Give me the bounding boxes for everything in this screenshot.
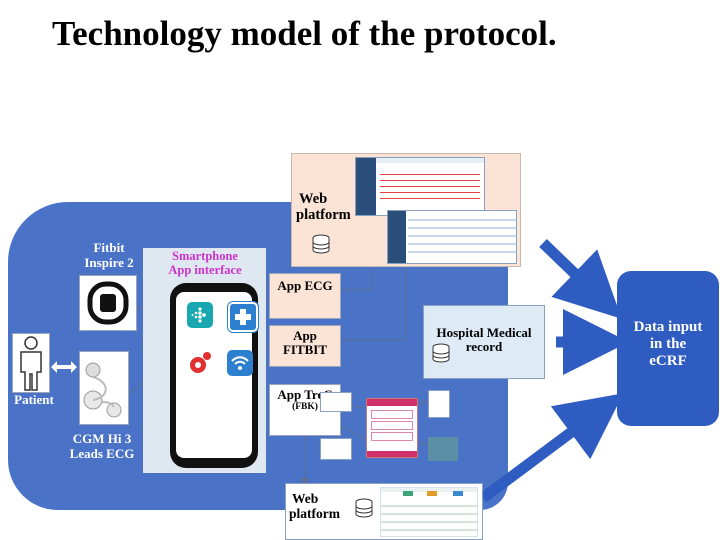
wifi-app-icon[interactable] <box>227 350 253 376</box>
page-title: Technology model of the protocol. <box>52 14 557 53</box>
cgm-label: CGM Hi 3 Leads ECG <box>69 431 135 461</box>
app-fitbit-label: App FITBIT <box>282 328 328 358</box>
patient-label: Patient <box>14 392 54 407</box>
patient-figure <box>12 333 50 393</box>
web-platform-top-label: Web platform <box>296 191 351 223</box>
double-arrow-icon <box>51 361 77 373</box>
arrow-web-to-ecrf <box>539 239 622 319</box>
ecrf-label-line3: eCRF <box>649 352 687 369</box>
database-icon <box>312 234 330 254</box>
app-fitbit-box: App FITBIT <box>269 325 341 367</box>
cgm-device <box>79 351 129 425</box>
hospital-record-box: Hospital Medical record <box>423 305 545 379</box>
ecrf-label-line1: Data input <box>633 319 703 335</box>
ecg-platform-screenshot <box>355 157 485 216</box>
ecrf-label-line2: in the <box>649 335 687 352</box>
ecrf-box: Data input in the eCRF <box>617 271 719 426</box>
trec-report-thumb <box>428 390 450 418</box>
person-icon <box>20 336 42 391</box>
trec-screen-thumb <box>320 438 352 460</box>
hospital-label: Hospital Medical <box>436 325 532 340</box>
fitbit-band-icon <box>87 281 129 325</box>
medical-cross-app-icon[interactable] <box>227 301 259 333</box>
database-icon <box>355 498 373 518</box>
smartphone-label: Smartphone App interface <box>168 249 242 277</box>
web-platform-bottom-label: Web platform <box>289 491 340 521</box>
fitbit-app-icon[interactable] <box>187 302 213 328</box>
app-trec-sub: (FBK) <box>292 402 318 413</box>
fitbit-platform-screenshot <box>387 210 517 264</box>
trec-photo-thumb <box>428 437 458 461</box>
database-icon <box>432 343 450 363</box>
trec-platform-screenshot <box>380 487 478 537</box>
fitbit-label: Fitbit Inspire 2 <box>84 240 134 270</box>
ecg-sensor-icon <box>83 362 122 418</box>
trec-app-icon[interactable] <box>187 350 213 376</box>
app-ecg-label: App ECG <box>277 278 333 293</box>
arrow-bottom-web-to-ecrf <box>479 393 624 503</box>
trec-phone-mockup <box>366 398 418 458</box>
hospital-label-line2: record <box>465 339 503 355</box>
app-ecg-box: App ECG <box>269 273 341 319</box>
fitbit-device <box>79 275 137 331</box>
trec-screen-thumb <box>320 392 352 412</box>
app-trec-label: App TreC <box>277 387 333 402</box>
